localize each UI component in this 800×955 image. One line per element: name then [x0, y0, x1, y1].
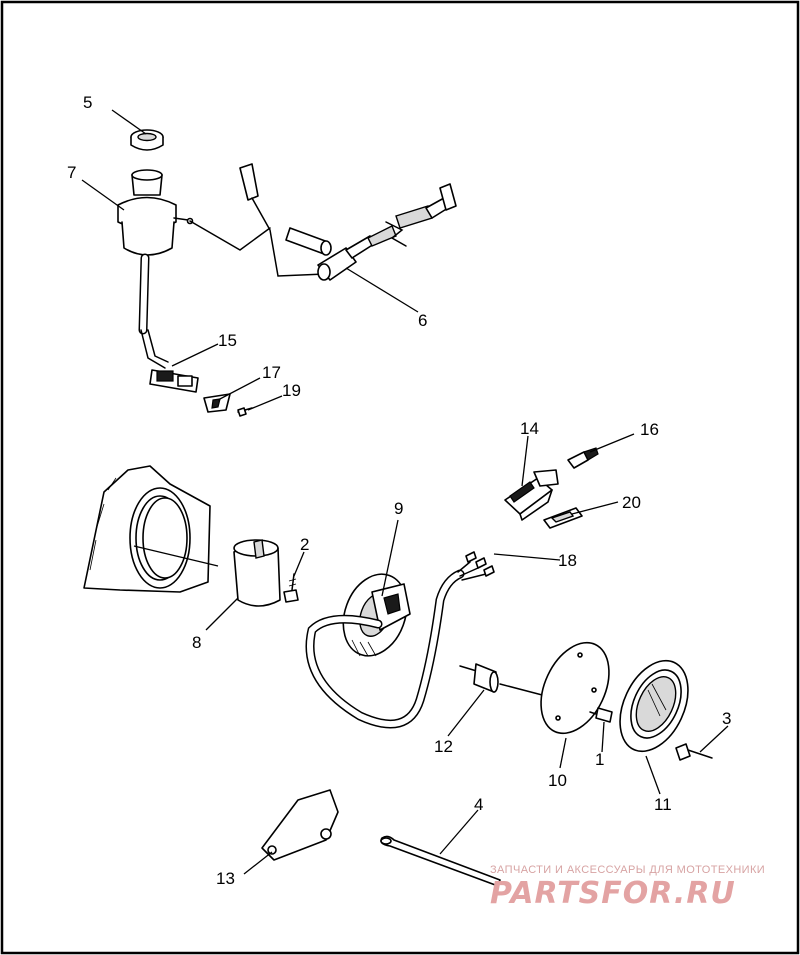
callout-18: 18	[558, 551, 577, 570]
part-4-cable-strap	[380, 835, 501, 887]
engine-housing-section	[83, 465, 211, 593]
callout-7: 7	[67, 163, 76, 182]
part-9-sensor-plate	[305, 551, 495, 729]
callout-13: 13	[216, 869, 235, 888]
part-16-terminal	[567, 447, 599, 469]
part-3-screw	[675, 743, 713, 761]
callout-2: 2	[300, 535, 309, 554]
callout-6: 6	[418, 311, 427, 330]
callout-15: 15	[218, 331, 237, 350]
callout-20: 20	[622, 493, 641, 512]
callout-17: 17	[262, 363, 281, 382]
callout-3: 3	[722, 709, 731, 728]
watermark-logo: PARTSFOR.RU	[490, 876, 736, 911]
part-13-bracket	[261, 789, 339, 861]
callout-5: 5	[83, 93, 92, 112]
part-12-standoff	[459, 663, 547, 697]
watermark-tagline: ЗАПЧАСТИ И АКСЕССУАРЫ ДЛЯ МОТОТЕХНИКИ	[490, 864, 765, 876]
part-8-sleeve	[233, 539, 281, 607]
callout-12: 12	[434, 737, 453, 756]
part-14-connector-housing	[504, 469, 559, 521]
callout-1: 1	[595, 750, 604, 769]
part-11-window-cover	[619, 659, 689, 753]
part-6-plug-leads	[239, 163, 457, 313]
callout-10: 10	[548, 771, 567, 790]
callout-4: 4	[474, 795, 483, 814]
callout-19: 19	[282, 381, 301, 400]
part-5-cap	[130, 129, 164, 151]
callout-8: 8	[192, 633, 201, 652]
callout-9: 9	[394, 499, 403, 518]
watermark: ЗАПЧАСТИ И АКСЕССУАРЫ ДЛЯ МОТОТЕХНИКИ PA…	[490, 864, 765, 911]
part-2-screw	[283, 573, 299, 603]
callout-14: 14	[520, 419, 539, 438]
callout-11: 11	[654, 795, 672, 814]
callout-16: 16	[640, 420, 659, 439]
callout-labels: 1 2 3 4 5 6 7 8 9 10 11 12 13 14 15 16 1…	[67, 93, 731, 888]
part-7-ignition-coil	[117, 169, 271, 369]
part-20-lock-plate	[543, 507, 583, 529]
part-17-lock	[203, 393, 231, 413]
part-10-cover-plate	[540, 641, 610, 735]
part-1-screw	[589, 707, 613, 723]
part-15-connector	[149, 369, 199, 393]
leader-lines	[81, 109, 729, 875]
